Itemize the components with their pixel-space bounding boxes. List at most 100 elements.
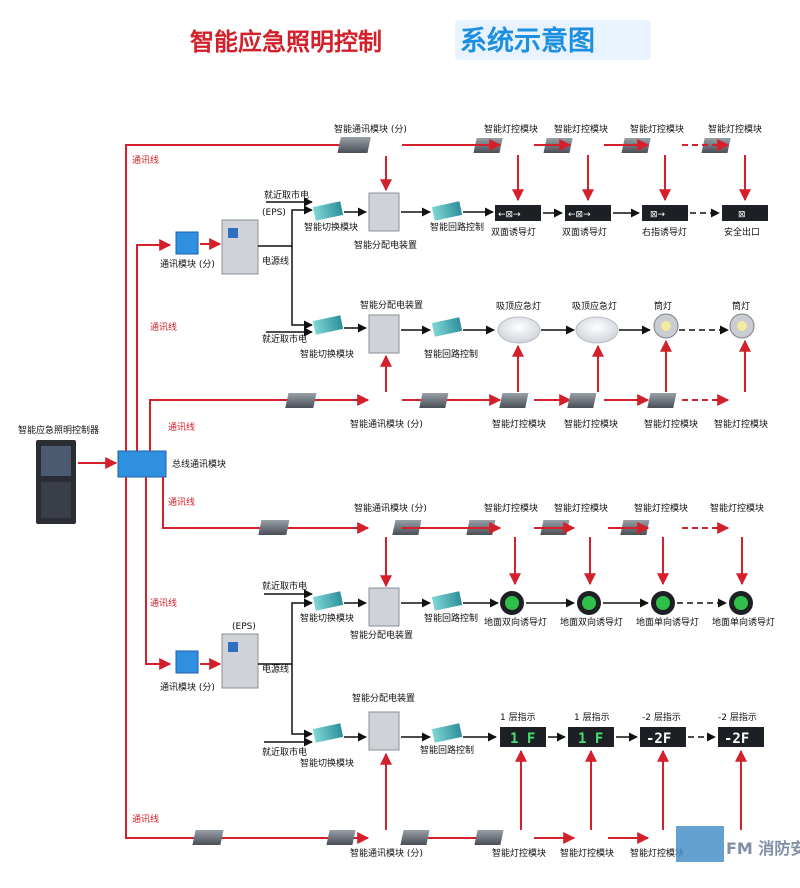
svg-text:智能灯控模块: 智能灯控模块 — [564, 418, 618, 430]
power-line-label-top: 电源线 — [262, 255, 289, 267]
svg-text:智能回路控制: 智能回路控制 — [424, 348, 478, 360]
row2-comm-chain — [380, 339, 751, 406]
svg-text:⊠→: ⊠→ — [650, 210, 666, 220]
city-power-label-3: 就近取市电 — [262, 580, 307, 592]
watermark-logo: FM 消防安装 — [676, 826, 800, 862]
svg-text:(EPS): (EPS) — [232, 622, 256, 632]
eps-group-top: 通讯模块 (分) (EPS) 电源线 — [160, 208, 289, 275]
svg-text:地面单向诱导灯: 地面单向诱导灯 — [712, 616, 775, 628]
svg-text:智能灯控模块: 智能灯控模块 — [714, 418, 768, 430]
svg-text:智能分配电装置: 智能分配电装置 — [360, 299, 423, 311]
comm-line-label-6: 通讯线 — [132, 813, 159, 825]
comm-line-label-4: 通讯线 — [168, 496, 195, 508]
title-sub-bg — [455, 20, 651, 60]
svg-text:FM 消防安装: FM 消防安装 — [726, 839, 800, 858]
power-lines-bottom — [258, 589, 313, 747]
svg-text:智能灯控模块: 智能灯控模块 — [708, 123, 762, 135]
svg-text:筒灯: 筒灯 — [654, 300, 672, 312]
svg-text:智能切换模块: 智能切换模块 — [304, 221, 358, 233]
svg-text:智能切换模块: 智能切换模块 — [300, 757, 354, 769]
controller-label: 智能应急照明控制器 — [18, 424, 99, 436]
svg-text:智能回路控制: 智能回路控制 — [424, 612, 478, 624]
comm-line-label-1: 通讯线 — [132, 154, 159, 166]
svg-text:-2F: -2F — [724, 731, 749, 747]
row4-comm-chain — [380, 749, 747, 844]
bus-module — [117, 450, 167, 478]
svg-text:智能回路控制: 智能回路控制 — [430, 221, 484, 233]
svg-text:智能灯控模块: 智能灯控模块 — [710, 502, 764, 514]
power-lines-top — [258, 197, 313, 337]
svg-text:智能通讯模块 (分): 智能通讯模块 (分) — [354, 502, 427, 514]
controller-cabinet — [36, 440, 76, 524]
comm-line-label-3: 通讯线 — [168, 421, 195, 433]
title-sub: 系统示意图 — [460, 25, 595, 57]
row3-comm-chain — [380, 522, 748, 588]
svg-text:1 层指示: 1 层指示 — [574, 711, 610, 723]
row4-modules: 智能通讯模块 (分) 智能灯控模块 智能灯控模块 智能灯控模块 — [192, 830, 684, 859]
comm-line-label-2: 通讯线 — [150, 321, 177, 333]
bus-label: 总线通讯模块 — [172, 458, 226, 470]
svg-text:地面双向诱导灯: 地面双向诱导灯 — [484, 616, 547, 628]
eps-group-bottom: 通讯模块 (分) (EPS) 电源线 — [160, 622, 289, 693]
svg-text:←⊠→: ←⊠→ — [498, 210, 521, 220]
svg-text:智能切换模块: 智能切换模块 — [300, 348, 354, 360]
svg-text:智能灯控模块: 智能灯控模块 — [634, 502, 688, 514]
row3-modules: 智能通讯模块 (分) 智能灯控模块 智能灯控模块 智能灯控模块 智能灯控模块 — [258, 502, 764, 535]
svg-text:-2F: -2F — [646, 731, 671, 747]
title-main: 智能应急照明控制 — [190, 28, 382, 56]
svg-text:智能灯控模块: 智能灯控模块 — [554, 123, 608, 135]
svg-text:智能灯控模块: 智能灯控模块 — [484, 502, 538, 514]
svg-text:智能分配电装置: 智能分配电装置 — [354, 239, 417, 251]
svg-text:智能分配电装置: 智能分配电装置 — [352, 692, 415, 704]
row2-modules: 智能通讯模块 (分) 智能灯控模块 智能灯控模块 智能灯控模块 智能灯控模块 — [285, 393, 768, 430]
svg-text:电源线: 电源线 — [262, 663, 289, 675]
svg-text:智能灯控模块: 智能灯控模块 — [554, 502, 608, 514]
eps-label-top: (EPS) — [262, 208, 286, 218]
comm-trunks — [125, 139, 370, 844]
row1-comm-module — [337, 137, 371, 153]
svg-text:1 F: 1 F — [578, 731, 603, 747]
svg-text:智能回路控制: 智能回路控制 — [420, 744, 474, 756]
svg-text:智能灯控模块: 智能灯控模块 — [492, 847, 546, 859]
svg-text:-2 层指示: -2 层指示 — [642, 711, 681, 723]
svg-text:智能灯控模块: 智能灯控模块 — [484, 123, 538, 135]
svg-text:智能分配电装置: 智能分配电装置 — [350, 629, 413, 641]
city-power-label-1: 就近取市电 — [264, 189, 309, 201]
svg-text:智能通讯模块 (分): 智能通讯模块 (分) — [350, 847, 423, 859]
row-d-devices: 智能分配电装置 智能切换模块 智能回路控制 1 F 1 F -2F -2F 1 … — [300, 692, 764, 769]
svg-text:智能灯控模块: 智能灯控模块 — [492, 418, 546, 430]
svg-text:智能切换模块: 智能切换模块 — [300, 612, 354, 624]
comm-line-label-5: 通讯线 — [150, 597, 177, 609]
row-c-devices: 智能切换模块 智能分配电装置 智能回路控制 地面双向诱导灯 地面双向诱导灯 地面… — [300, 587, 775, 641]
svg-text:智能灯控模块: 智能灯控模块 — [630, 847, 684, 859]
svg-text:通讯模块 (分): 通讯模块 (分) — [160, 681, 215, 693]
row-b-devices: 智能分配电装置 智能切换模块 智能回路控制 吸顶应急灯 吸顶应急灯 筒灯 筒灯 — [300, 299, 755, 360]
svg-text:双面诱导灯: 双面诱导灯 — [562, 226, 607, 238]
svg-text:地面单向诱导灯: 地面单向诱导灯 — [636, 616, 699, 628]
svg-text:筒灯: 筒灯 — [732, 300, 750, 312]
svg-text:智能灯控模块: 智能灯控模块 — [630, 123, 684, 135]
svg-text:1 层指示: 1 层指示 — [500, 711, 536, 723]
svg-text:-2 层指示: -2 层指示 — [718, 711, 757, 723]
row1-comm-label: 智能通讯模块 (分) — [334, 123, 407, 135]
svg-text:1 F: 1 F — [510, 731, 535, 747]
svg-text:吸顶应急灯: 吸顶应急灯 — [496, 300, 541, 312]
svg-text:←⊠→: ←⊠→ — [568, 210, 591, 220]
svg-text:双面诱导灯: 双面诱导灯 — [491, 226, 536, 238]
svg-text:智能通讯模块 (分): 智能通讯模块 (分) — [350, 418, 423, 430]
svg-text:安全出口: 安全出口 — [724, 226, 760, 238]
svg-text:⊠: ⊠ — [738, 210, 746, 220]
city-power-label-4: 就近取市电 — [262, 746, 307, 758]
svg-text:智能灯控模块: 智能灯控模块 — [644, 418, 698, 430]
comm-sub-label-top: 通讯模块 (分) — [160, 258, 215, 270]
city-power-label-2: 就近取市电 — [262, 333, 307, 345]
row-a-devices: 智能切换模块 智能分配电装置 智能回路控制 — [304, 192, 494, 251]
svg-text:地面双向诱导灯: 地面双向诱导灯 — [560, 616, 623, 628]
row1-exit-signs: ←⊠→ ←⊠→ ⊠→ ⊠ 双面诱导灯 双面诱导灯 右指诱导灯 安全出口 — [491, 205, 768, 238]
svg-text:右指诱导灯: 右指诱导灯 — [642, 226, 687, 238]
svg-text:吸顶应急灯: 吸顶应急灯 — [572, 300, 617, 312]
row1-lamp-controls: 智能灯控模块 智能灯控模块 智能灯控模块 智能灯控模块 — [473, 123, 762, 153]
svg-text:智能灯控模块: 智能灯控模块 — [560, 847, 614, 859]
row1-comm-chain — [402, 139, 751, 202]
